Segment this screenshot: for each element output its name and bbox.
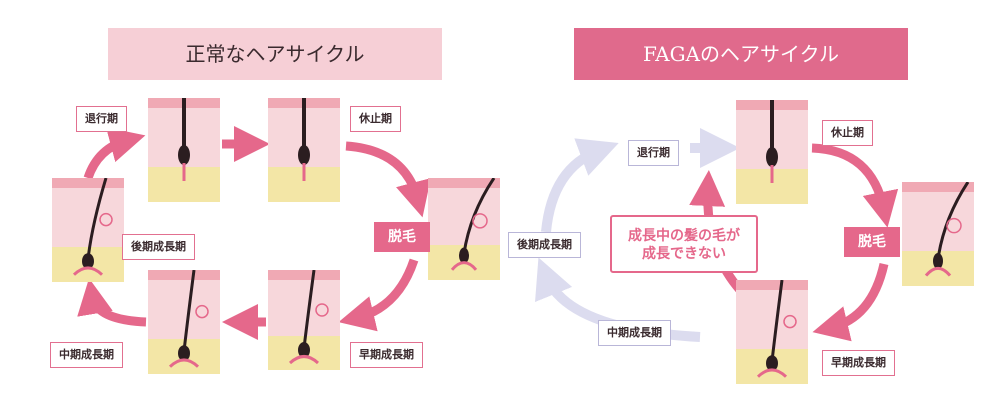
label-early-right: 早期成長期 <box>822 350 895 376</box>
arrow-middle-to-late <box>77 278 147 327</box>
badge-shedding-right: 脱毛 <box>844 227 900 257</box>
normal-cycle-title: 正常なヘアサイクル <box>108 28 442 80</box>
label-early-left: 早期成長期 <box>350 342 423 368</box>
label-late-right: 後期成長期 <box>508 232 581 258</box>
faga-cycle-title: FAGAのヘアサイクル <box>574 28 908 80</box>
label-late-left: 後期成長期 <box>122 234 195 260</box>
label-middle-left: 中期成長期 <box>50 342 123 368</box>
label-middle-right: 中期成長期 <box>598 320 671 346</box>
label-resting-right: 休止期 <box>822 120 873 146</box>
arrow-late-to-regression <box>83 127 146 180</box>
faded-arrow-late-to-regression <box>541 138 619 233</box>
panel-regression-right <box>736 100 808 204</box>
panel-shedding-left <box>428 178 500 280</box>
faga-callout: 成長中の髪の毛が 成長できない <box>610 215 758 273</box>
arrow-shedding-to-early <box>338 258 419 332</box>
panel-late-left <box>52 178 124 282</box>
arrow-resting-to-shedding-faga <box>811 143 899 228</box>
arrow-resting-to-shedding <box>345 141 431 218</box>
arrow-shedding-to-early-faga <box>812 262 889 342</box>
label-resting-left: 休止期 <box>350 106 401 132</box>
panel-early-right <box>736 280 808 384</box>
panel-regression-left <box>148 98 220 202</box>
panel-resting-left <box>268 98 340 202</box>
panel-middle-left <box>148 270 220 374</box>
panel-shedding-right <box>902 182 974 286</box>
label-regression-right: 退行期 <box>628 140 679 166</box>
badge-shedding-left: 脱毛 <box>374 222 430 252</box>
label-regression-left: 退行期 <box>76 106 127 132</box>
panel-early-left <box>268 270 340 370</box>
